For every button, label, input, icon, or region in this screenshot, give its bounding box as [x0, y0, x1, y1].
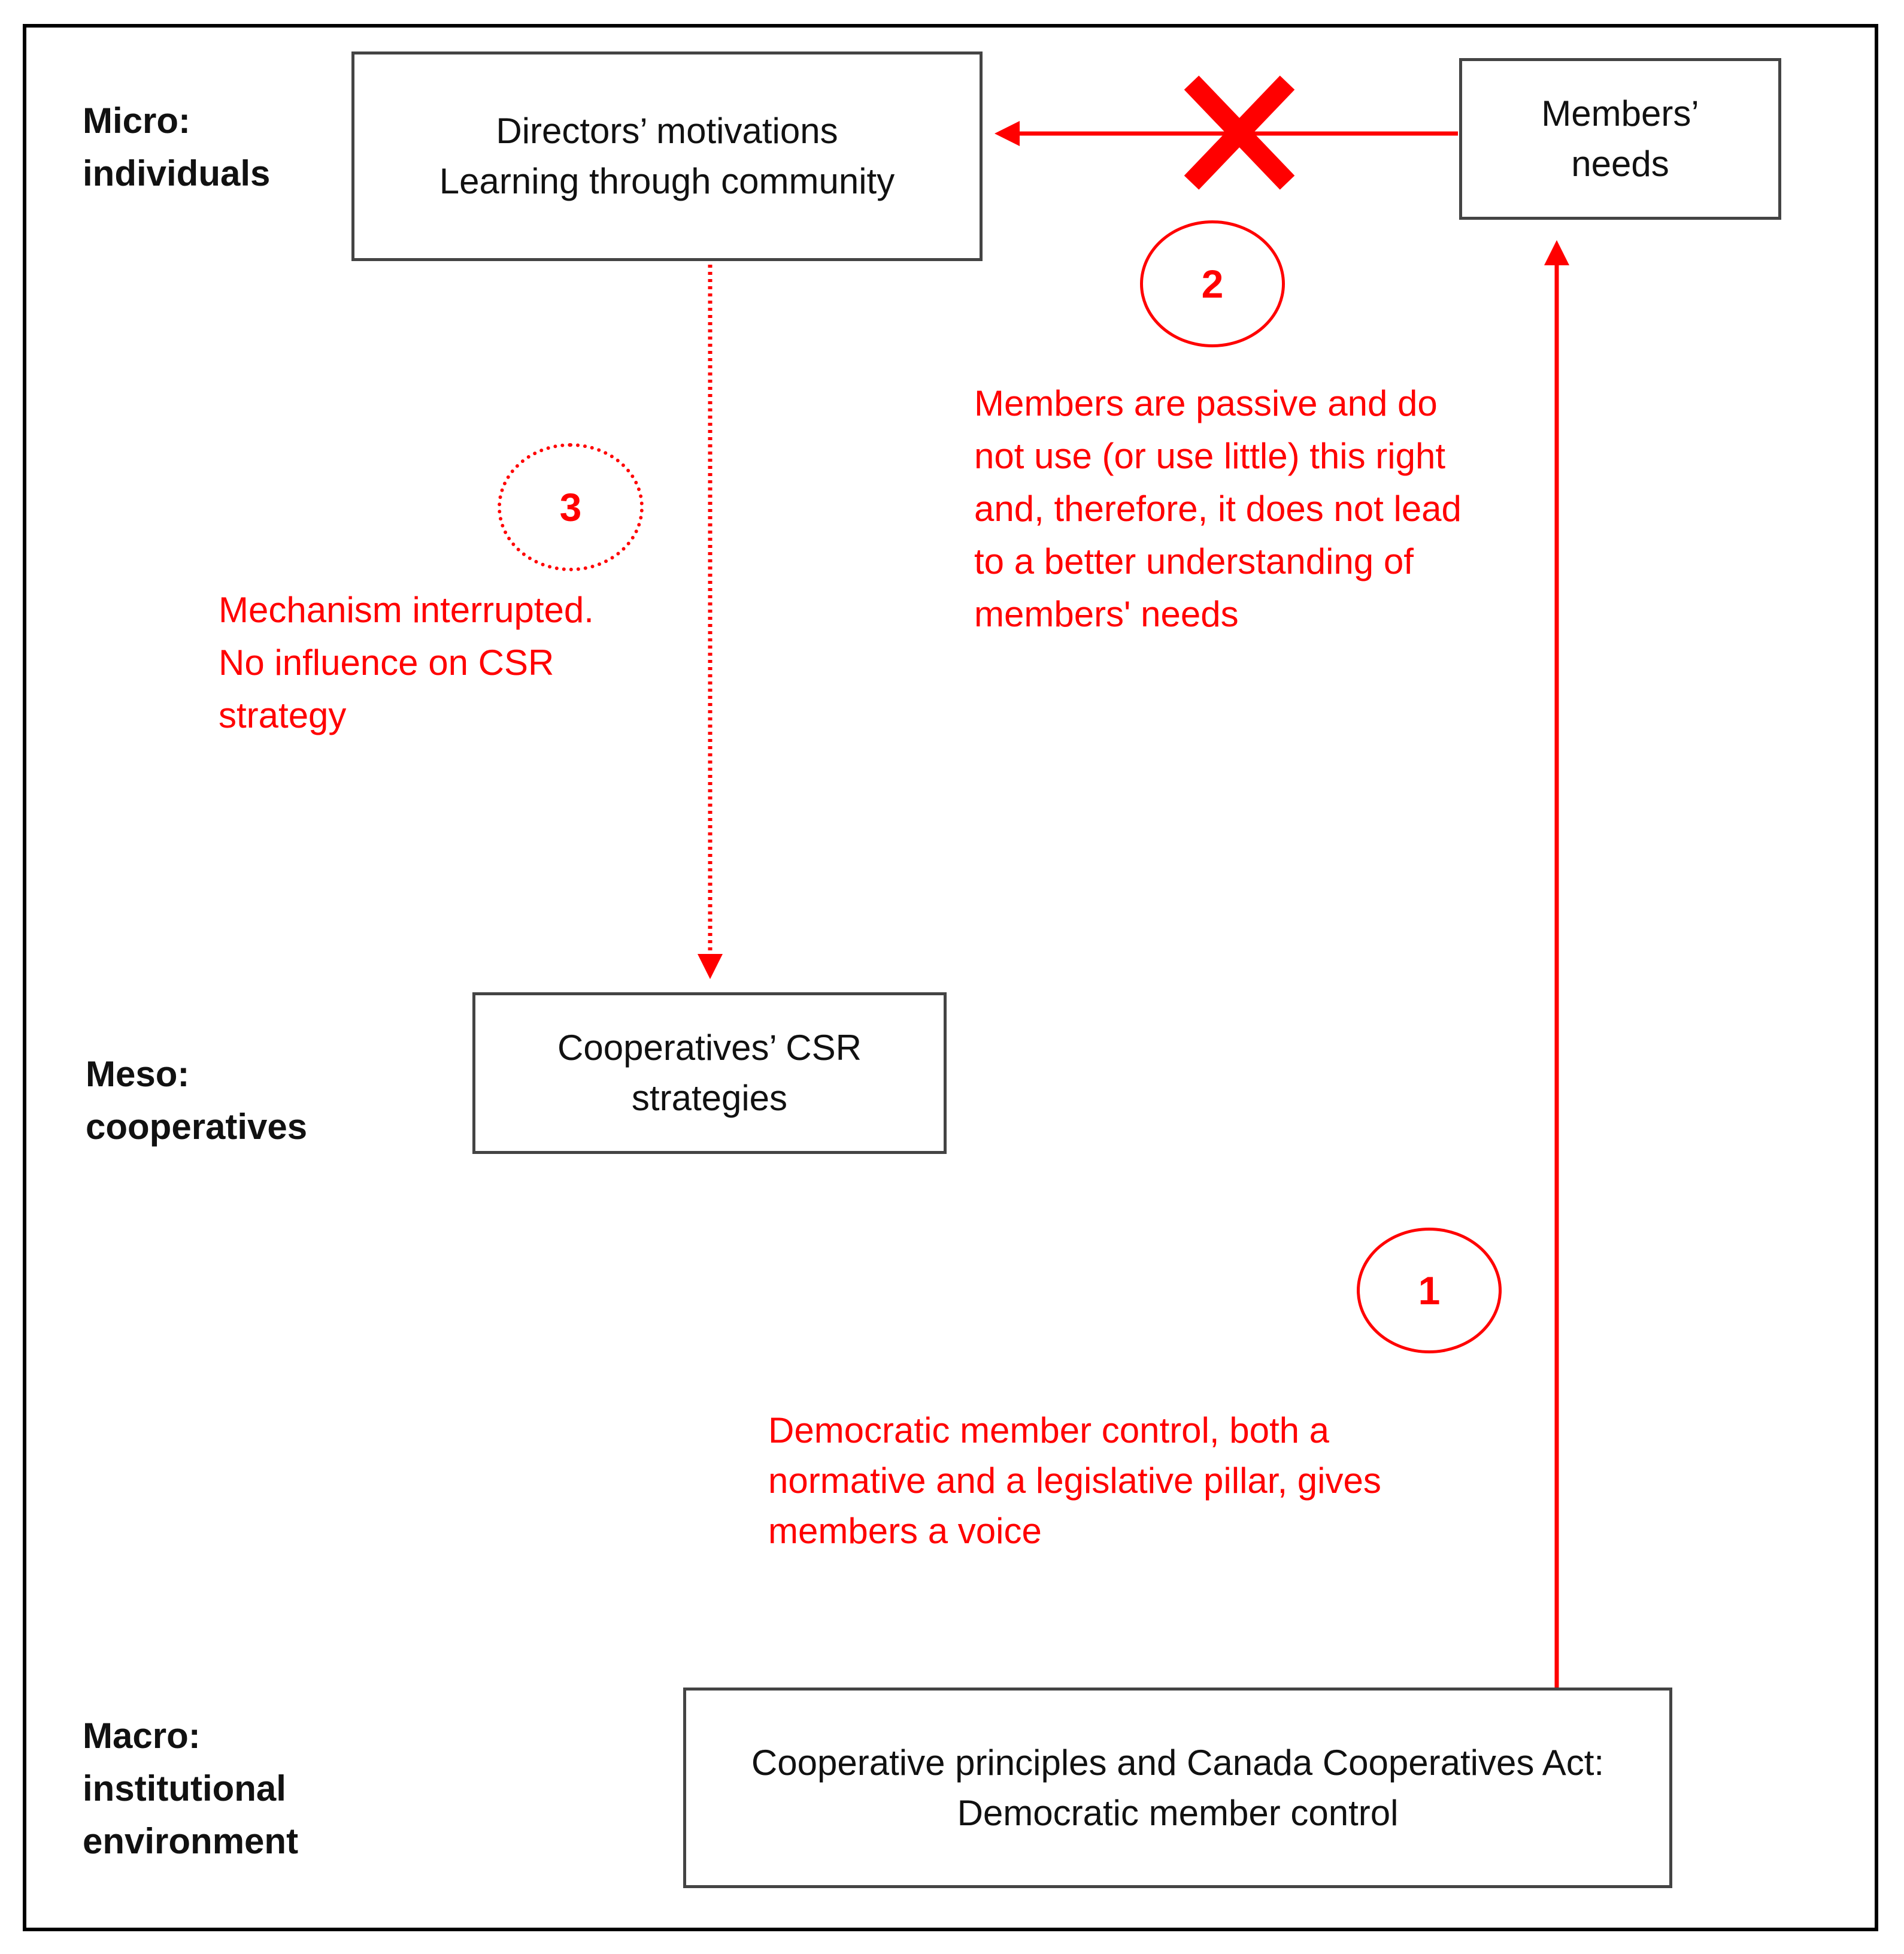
csr-strategies-box: Cooperatives’ CSR strategies: [472, 992, 947, 1154]
level-meso-line: cooperatives: [86, 1107, 308, 1147]
badge-2: 2: [1140, 220, 1285, 347]
principles-box-line: Democratic member control: [957, 1792, 1399, 1833]
note-line: Members are passive and do: [974, 383, 1438, 423]
badge-1: 1: [1357, 1228, 1502, 1353]
note-line: No influence on CSR: [219, 643, 554, 683]
level-micro-line: individuals: [83, 153, 271, 193]
csr-strategies-box-line: Cooperatives’ CSR: [557, 1028, 862, 1068]
note-line: and, therefore, it does not lead: [974, 489, 1462, 529]
note-line: Mechanism interrupted.: [219, 590, 594, 630]
note-line: strategy: [219, 695, 347, 735]
badge-3: 3: [498, 443, 644, 571]
note-line: not use (or use little) this right: [974, 436, 1446, 476]
directors-box: Directors’ motivations Learning through …: [351, 51, 983, 261]
note-line: normative and a legislative pillar, give…: [768, 1461, 1381, 1501]
note-mechanism-2: Members are passive and do not use (or u…: [974, 377, 1462, 641]
note-mechanism-3: Mechanism interrupted. No influence on C…: [219, 584, 594, 742]
note-line: members a voice: [768, 1511, 1042, 1551]
members-needs-box-line: needs: [1571, 144, 1669, 184]
directors-box-line: Learning through community: [439, 161, 895, 201]
note-line: to a better understanding of: [974, 541, 1414, 581]
members-needs-box-line: Members’: [1541, 93, 1699, 134]
level-macro-line: institutional: [83, 1768, 286, 1808]
level-micro-line: Micro:: [83, 101, 190, 141]
note-line: members' needs: [974, 594, 1239, 634]
members-needs-box: Members’ needs: [1459, 58, 1781, 220]
diagram-frame: [23, 24, 1878, 1931]
level-meso-line: Meso:: [86, 1054, 190, 1094]
level-macro-line: Macro:: [83, 1716, 201, 1756]
blocked-cross-icon: [1184, 75, 1295, 190]
principles-box: Cooperative principles and Canada Cooper…: [683, 1688, 1672, 1888]
level-macro-label: Macro: institutional environment: [83, 1710, 298, 1868]
csr-strategies-box-line: strategies: [631, 1078, 788, 1118]
directors-box-line: Directors’ motivations: [496, 111, 838, 151]
level-meso-label: Meso: cooperatives: [86, 1048, 307, 1153]
note-mechanism-1: Democratic member control, both a normat…: [768, 1404, 1381, 1558]
principles-box-line: Cooperative principles and Canada Cooper…: [751, 1742, 1605, 1783]
level-macro-line: environment: [83, 1821, 299, 1861]
note-line: Democratic member control, both a: [768, 1410, 1330, 1450]
level-micro-label: Micro: individuals: [83, 95, 270, 200]
